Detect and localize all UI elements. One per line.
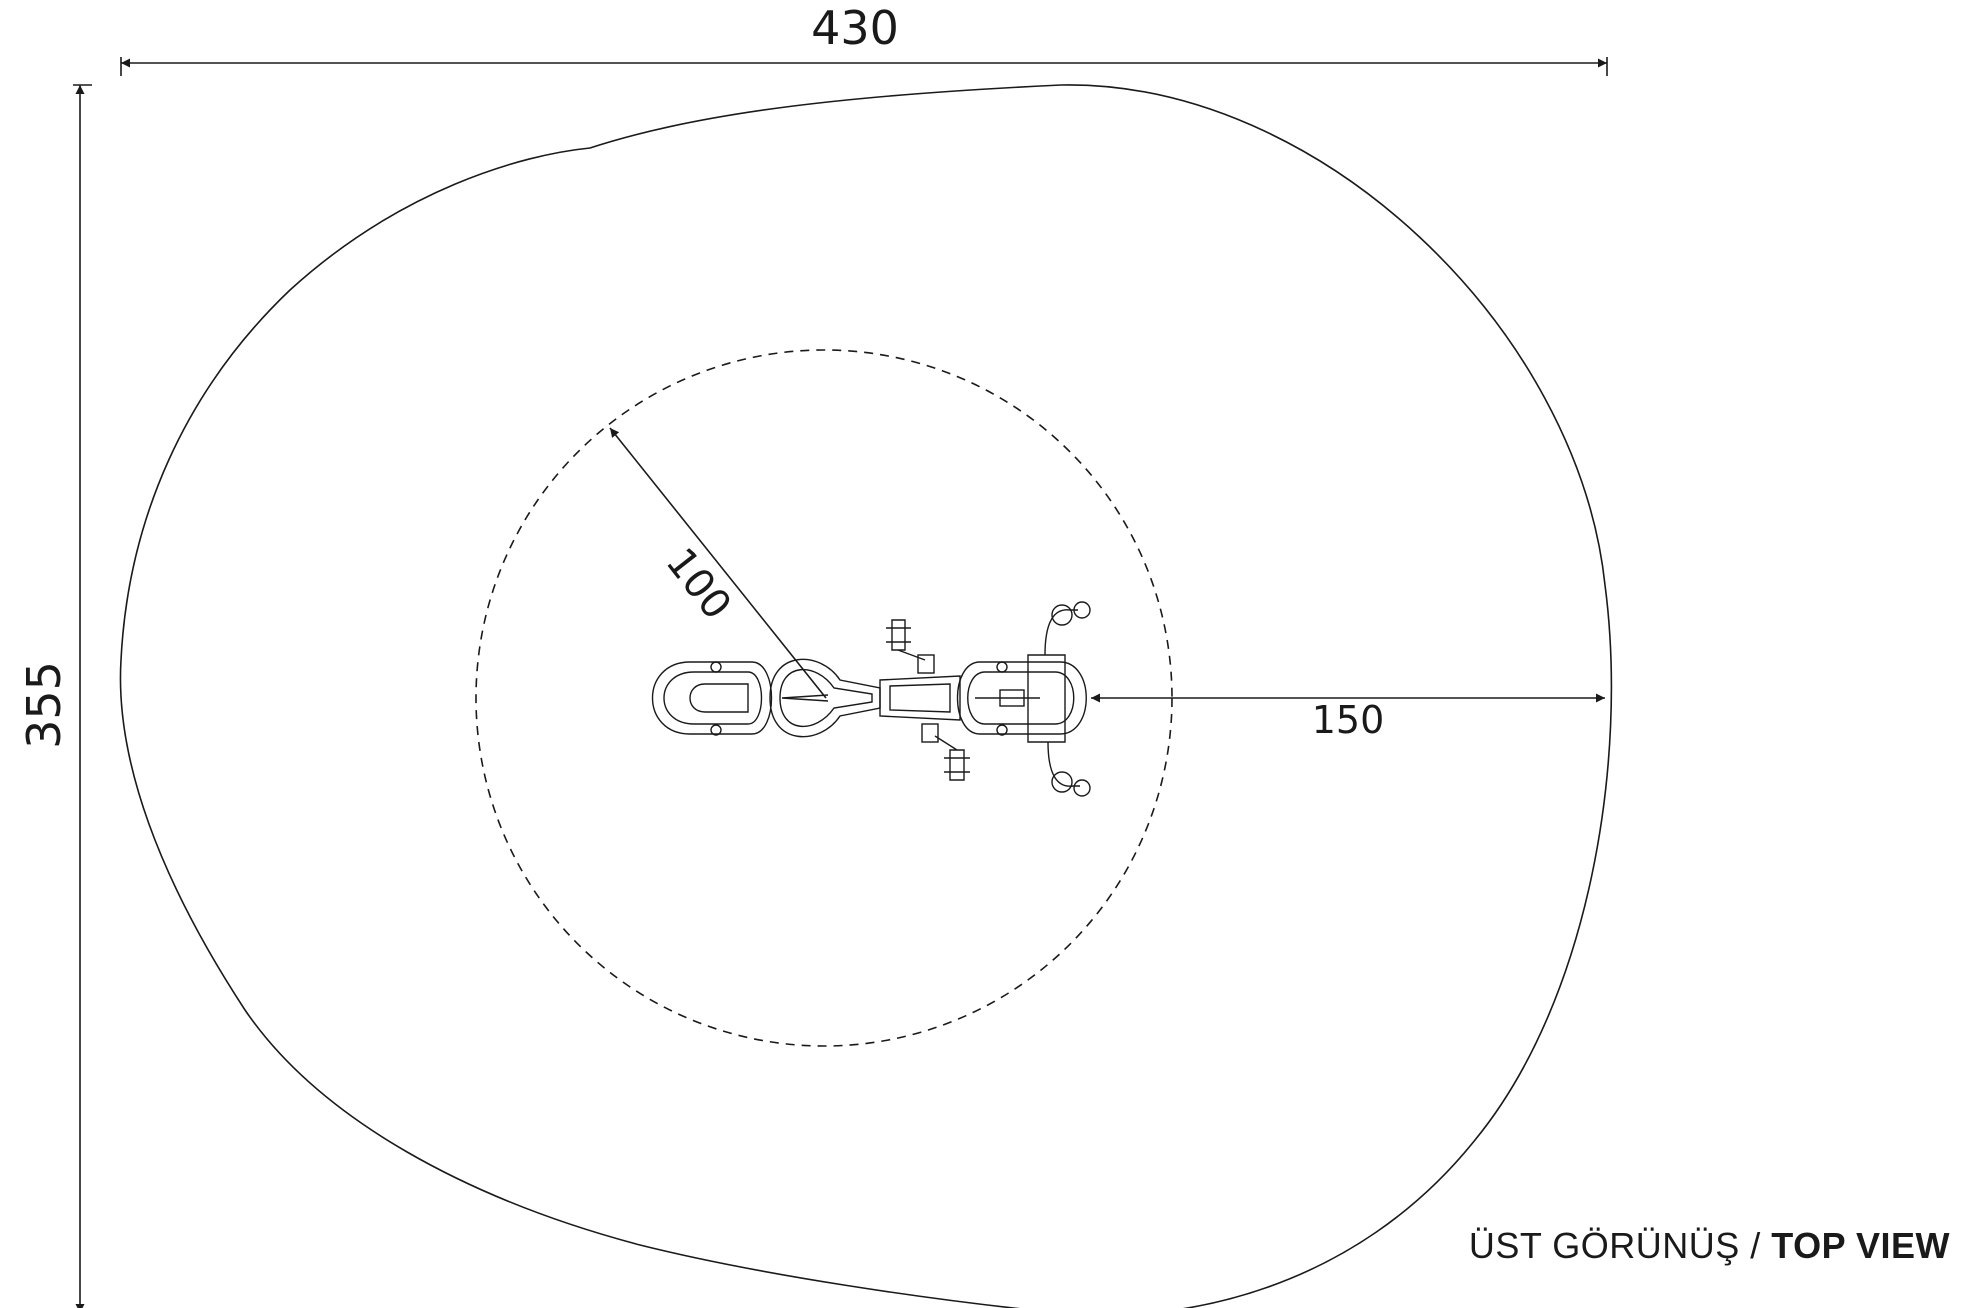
clearance-dimension: 150 [1091, 693, 1605, 742]
radius-dimension-label: 100 [657, 540, 740, 628]
width-dimension-label: 430 [811, 1, 899, 55]
safety-zone-outline [119, 84, 1613, 1308]
height-dimension: 355 [17, 84, 92, 1308]
usage-zone-circle [475, 349, 1173, 1047]
height-dimension-label: 355 [17, 661, 71, 749]
radius-dimension: 100 [609, 427, 827, 699]
view-caption: ÜST GÖRÜNÜŞ / TOP VIEW [1469, 1225, 1950, 1267]
clearance-dimension-label: 150 [1312, 698, 1385, 742]
view-caption-english: TOP VIEW [1771, 1225, 1950, 1266]
view-caption-turkish: ÜST GÖRÜNÜŞ [1468, 1225, 1740, 1266]
width-dimension: 430 [120, 1, 1608, 76]
view-caption-separator: / [1750, 1225, 1761, 1266]
bike-equipment-icon [651, 601, 1091, 797]
